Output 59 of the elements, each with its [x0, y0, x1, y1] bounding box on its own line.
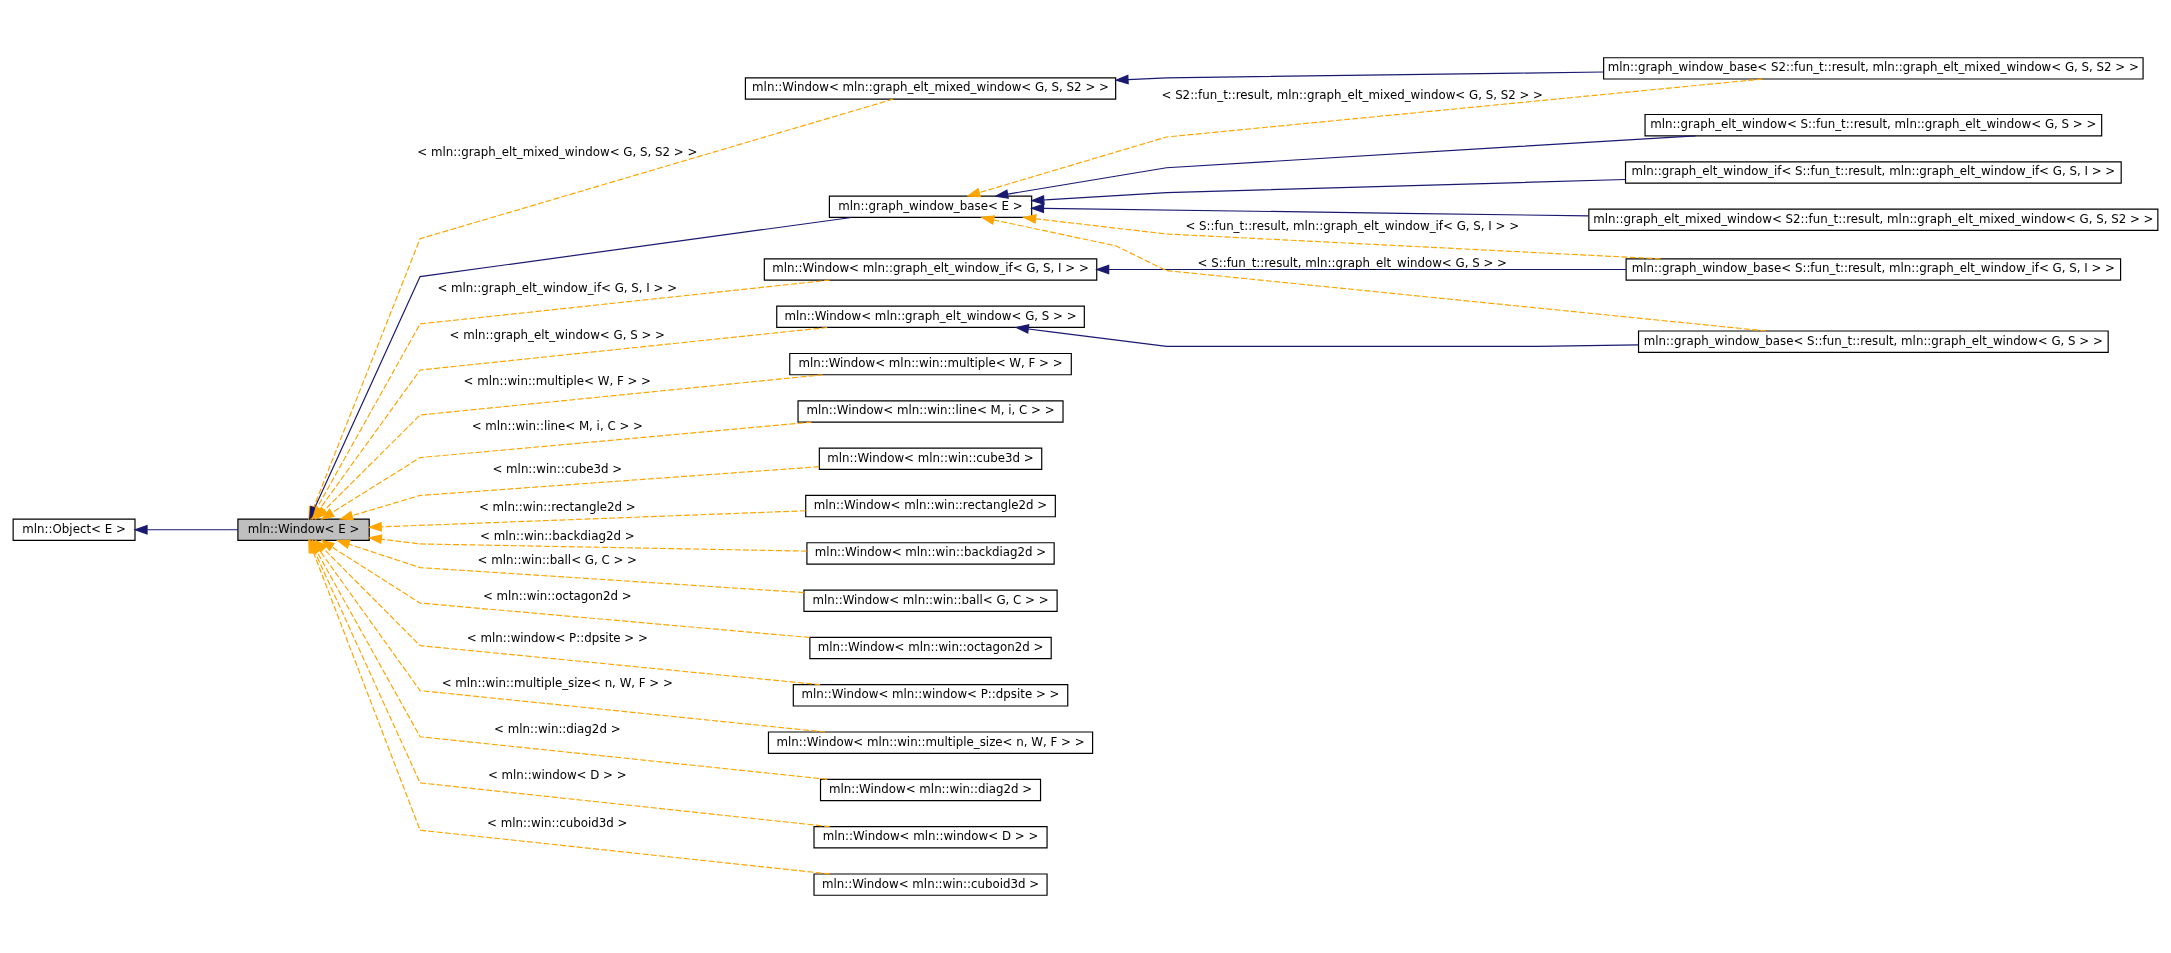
node-box: mln::Window< E >: [237, 518, 370, 541]
node-box: mln::Window< mln::win::rectangle2d >: [805, 494, 1056, 518]
node-box: mln::graph_window_base< S::fun_t::result, mln::graph_elt_window_if< G, S, I > >: [1625, 258, 2122, 281]
edge-label: < mln::win::rectangle2d >: [478, 499, 636, 514]
edge-label: < mln::win::line< M, i, C > >: [471, 419, 643, 434]
node-box: mln::graph_window_base< S2::fun_t::result, mln::graph_elt_mixed_window< G, S, S2 > >: [1603, 57, 2144, 80]
node-box: mln::graph_elt_window< S::fun_t::result, mln::graph_elt_window< G, S > >: [1644, 113, 2103, 137]
edge-label: < mln::graph_elt_window_if< G, S, I > >: [437, 280, 678, 295]
node-box: mln::Window< mln::graph_elt_mixed_window< G, S, S2 > >: [744, 77, 1117, 100]
arrow: [1114, 71, 1604, 85]
arrow: [133, 524, 239, 535]
edge-label: < mln::win::cuboid3d >: [487, 815, 628, 830]
arrow: [367, 534, 808, 552]
node-box: mln::Window< mln::win::multiple< W, F > >: [789, 352, 1072, 376]
arrow: [1095, 264, 1627, 275]
node-box: mln::graph_window_base< S::fun_t::result, mln::graph_elt_window< G, S > >: [1637, 330, 2109, 353]
arrow: [367, 510, 807, 532]
arrow: [314, 374, 824, 520]
node-box: mln::Window< mln::graph_elt_window_if< G, S, I > >: [763, 258, 1098, 281]
node-box: mln::graph_elt_window_if< S::fun_t::result, mln::graph_elt_window_if< G, S, I > >: [1624, 161, 2122, 184]
arrow: [966, 78, 1763, 198]
node-box: mln::Window< mln::window< P::dpsite > >: [792, 684, 1069, 707]
edge-label: < mln::win::multiple< W, F > >: [463, 374, 652, 389]
node-box: mln::graph_window_base< E >: [828, 195, 1033, 218]
node-box: mln::Window< mln::win::octagon2d >: [809, 636, 1052, 660]
edge-label: < S::fun_t::result, mln::graph_elt_window< G, S > >: [1197, 256, 1507, 271]
edge-label: < mln::win::backdiag2d >: [480, 529, 635, 544]
edge-label: < mln::graph_elt_window< G, S > >: [449, 328, 666, 343]
edge-label: < mln::win::cube3d >: [492, 461, 623, 476]
edge-label: < mln::win::multiple_size< n, W, F > >: [441, 676, 673, 691]
arrow: [1014, 324, 1639, 347]
edge-label: < mln::window< P::dpsite > >: [466, 631, 648, 646]
arrow: [335, 539, 805, 594]
arrow: [320, 421, 813, 521]
edge-label: < mln::win::ball< G, C > >: [477, 553, 638, 568]
arrow: [1030, 178, 1626, 205]
node-box: mln::graph_elt_mixed_window< S2::fun_t::result, mln::graph_elt_mixed_window< G, S, S2 > >: [1588, 208, 2159, 232]
node-box: mln::Window< mln::win::line< M, i, C > >: [797, 400, 1064, 423]
node-box: mln::Window< mln::win::multiple_size< n, W, F > >: [767, 731, 1094, 754]
edge-label: < mln::graph_elt_mixed_window< G, S, S2 > >: [417, 144, 698, 159]
edge-label: < mln::win::octagon2d >: [482, 588, 632, 603]
node-box: mln::Window< mln::win::cube3d >: [818, 447, 1043, 470]
edge-label: < mln::window< D > >: [487, 768, 627, 783]
node-box: mln::Window< mln::win::cuboid3d >: [813, 873, 1048, 896]
arrow: [1022, 213, 1662, 260]
node-box: mln::Window< mln::win::diag2d >: [819, 778, 1042, 802]
node-box: mln::Window< mln::graph_elt_window< G, S > >: [776, 305, 1085, 329]
arrow: [980, 215, 1767, 332]
node-box: mln::Window< mln::win::ball< G, C > >: [803, 589, 1058, 612]
arrow: [994, 135, 1697, 199]
node-box: mln::Object< E >: [12, 518, 136, 541]
edge-label: < S2::fun_t::result, mln::graph_elt_mixed_window< G, S, S2 > >: [1161, 88, 1544, 103]
arrow: [1029, 203, 1590, 217]
arrow: [338, 466, 820, 521]
node-box: mln::Window< mln::window< D > >: [813, 826, 1048, 849]
edge-label: < mln::win::diag2d >: [494, 722, 621, 737]
arrow: [320, 539, 811, 639]
edge-label: < S::fun_t::result, mln::graph_elt_window_if< G, S, I > >: [1185, 219, 1520, 234]
node-box: mln::Window< mln::win::backdiag2d >: [806, 542, 1055, 565]
